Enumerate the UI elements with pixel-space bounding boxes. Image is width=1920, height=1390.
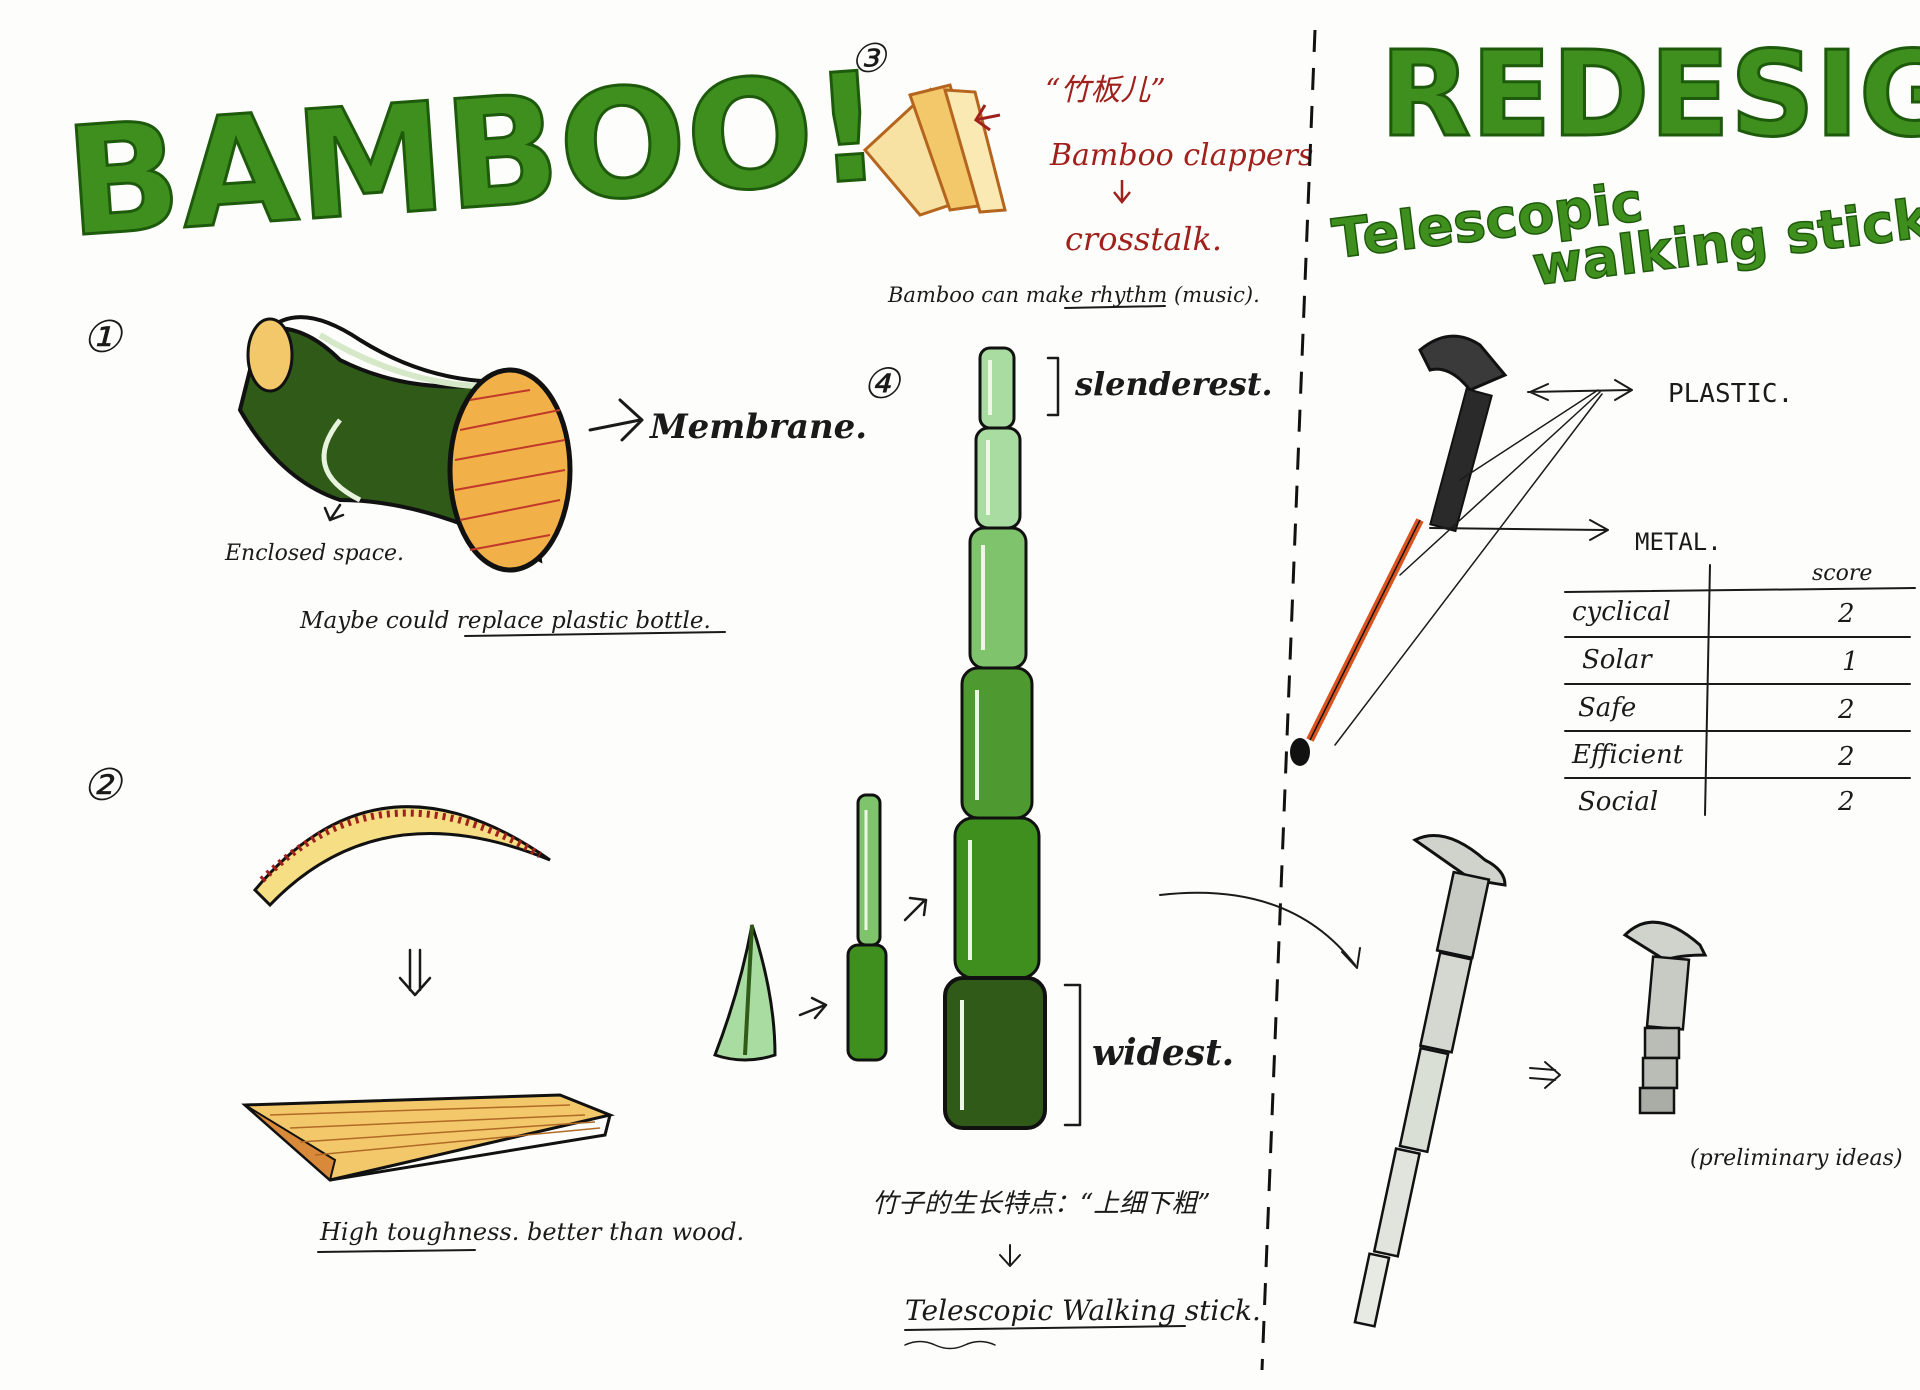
label-slenderest: slenderest. [1074, 365, 1273, 403]
criterion-cell: Social [1578, 787, 1658, 817]
section2-note: High toughness. better than wood. [319, 1218, 744, 1246]
label-plastic: PLASTIC. [1668, 379, 1793, 409]
bamboo-clappers-drawing [862, 83, 1007, 217]
label-preliminary-ideas: (preliminary ideas) [1690, 1146, 1903, 1171]
section4-chinese-note: 竹子的生长特点：“上细下粗” [872, 1189, 1211, 1219]
score-cell: 2 [1837, 787, 1855, 817]
section1-note: Maybe could replace plastic bottle. [299, 608, 711, 634]
telescopic-stick-sketch-1 [1353, 834, 1507, 1328]
table-row: Efficient 2 [1571, 740, 1855, 772]
table-row: Safe 2 [1578, 693, 1855, 725]
telescopic-stick-sketch-2 [1622, 920, 1708, 1115]
label-zhuban-chinese: “竹板儿” [1045, 73, 1166, 108]
section3-number: ③ [850, 36, 888, 82]
walking-stick-drawing [1290, 334, 1508, 766]
section4-number: ④ [862, 359, 902, 408]
bamboo-tube-drawing [237, 315, 573, 573]
bamboo-cross-section-drawing [252, 805, 551, 908]
redesign-title: REDESIGN [1380, 25, 1920, 163]
table-row: Solar 1 [1582, 645, 1859, 677]
section4-result: Telescopic Walking stick. [905, 1294, 1261, 1327]
label-bamboo-clappers: Bamboo clappers [1049, 138, 1313, 173]
label-membrane: Membrane. [649, 407, 867, 447]
score-cell: 2 [1837, 742, 1855, 772]
page-divider [1260, 29, 1317, 1371]
criterion-cell: cyclical [1572, 597, 1671, 627]
section1-number: ① [82, 312, 124, 363]
section2-number: ② [82, 760, 124, 811]
score-cell: 1 [1842, 647, 1859, 677]
score-cell: 2 [1837, 695, 1855, 725]
criterion-cell: Safe [1578, 693, 1636, 723]
score-cell: 2 [1837, 599, 1855, 629]
criterion-cell: Efficient [1571, 740, 1684, 770]
table-row: Social 2 [1578, 787, 1855, 817]
label-metal: METAL. [1635, 528, 1722, 556]
table-row: cyclical 2 [1572, 597, 1855, 629]
score-table-header: score [1812, 561, 1872, 586]
tall-bamboo-drawing [943, 346, 1047, 1130]
section3-note: Bamboo can make rhythm (music). [887, 283, 1260, 307]
label-widest: widest. [1092, 1032, 1234, 1074]
criterion-cell: Solar [1582, 645, 1653, 675]
young-bamboo-drawing [846, 793, 888, 1062]
label-crosstalk: crosstalk. [1065, 220, 1222, 258]
page-title: BAMBOO! [60, 40, 888, 271]
label-enclosed-space: Enclosed space. [224, 541, 404, 566]
bamboo-shoot-drawing [713, 924, 777, 1062]
bamboo-plank-drawing [241, 1093, 615, 1182]
score-table: score cyclical 2 Solar 1 Safe 2 Efficien… [1564, 561, 1916, 817]
